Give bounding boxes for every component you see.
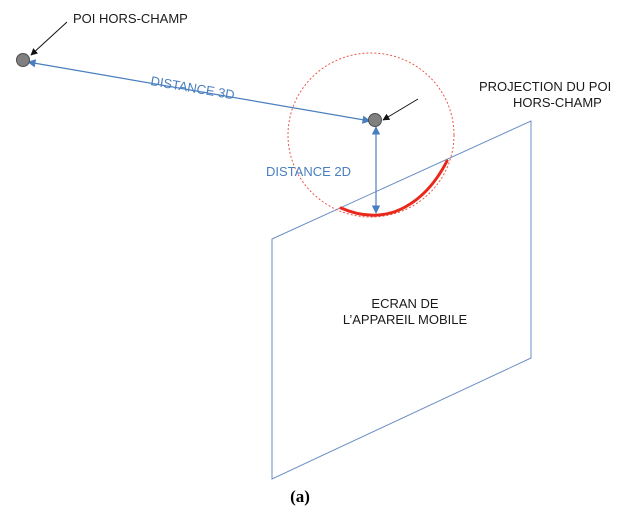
projection-label-line1: PROJECTION DU POI bbox=[479, 79, 611, 94]
poi-projection-marker-icon bbox=[368, 113, 382, 127]
figure-caption: (a) bbox=[290, 487, 310, 506]
visible-arc bbox=[339, 159, 449, 217]
poi-offscreen-marker-icon bbox=[16, 53, 30, 67]
dotted-circle bbox=[287, 52, 455, 218]
projection-label-line2: HORS-CHAMP bbox=[513, 95, 602, 110]
projection-label-pointer bbox=[382, 98, 419, 121]
distance-3d-arrow bbox=[27, 59, 371, 124]
poi-offscreen-label: POI HORS-CHAMP bbox=[73, 11, 188, 26]
distance-3d-label: DISTANCE 3D bbox=[149, 73, 235, 102]
poi-label-pointer bbox=[30, 21, 68, 56]
screen-label-line2: L’APPAREIL MOBILE bbox=[343, 312, 468, 327]
screen-label-line1: ECRAN DE bbox=[371, 296, 439, 311]
device-screen bbox=[271, 120, 532, 480]
distance-2d-label: DISTANCE 2D bbox=[266, 164, 351, 179]
